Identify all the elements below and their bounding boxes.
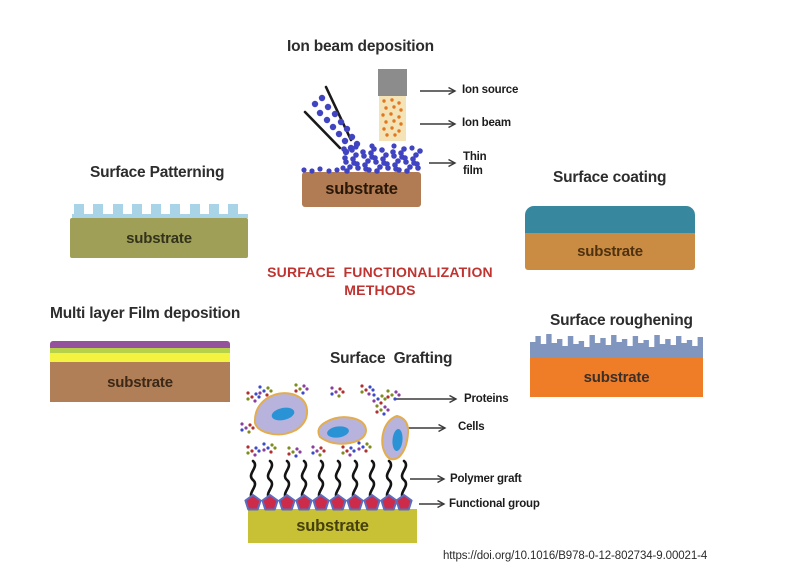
multilayer-layer-middle: [50, 348, 230, 353]
multilayer-layer-bottom: [50, 353, 230, 362]
grafting-substrate-label: substrate: [296, 516, 369, 535]
functional-groups: [244, 494, 413, 511]
thin-film-label-line2: film: [463, 165, 483, 177]
functional-group-label: Functional group: [449, 498, 540, 510]
thin-film-dots: [301, 143, 423, 174]
roughening-substrate: substrate: [530, 357, 703, 397]
coating-substrate-label: substrate: [577, 243, 643, 260]
ion-beam-column: [379, 96, 406, 141]
coating-layer: [525, 206, 695, 233]
rough-surface-layer: [530, 334, 703, 358]
thin-film-label-line1: Thin: [463, 151, 487, 163]
ion-beam-funnel-lines: [303, 85, 353, 150]
multilayer-substrate-label: substrate: [107, 373, 173, 391]
grafting-substrate: substrate: [248, 509, 417, 543]
center-heading-line2: METHODS: [344, 282, 416, 298]
coating-substrate: substrate: [525, 233, 695, 270]
polymer-grafts: [249, 459, 408, 501]
ion-beam-substrate: substrate: [302, 172, 421, 207]
center-heading: SURFACE FUNCTIONALIZATION METHODS: [252, 263, 508, 299]
ion-beam-dots: [311, 94, 361, 156]
multilayer-layer-top: [50, 341, 230, 348]
multilayer-substrate: substrate: [50, 362, 230, 402]
roughening-substrate-label: substrate: [583, 368, 650, 386]
protein-dots: [240, 383, 401, 458]
center-heading-line1: SURFACE FUNCTIONALIZATION: [267, 264, 493, 280]
surface-roughening-title: Surface roughening: [550, 312, 693, 329]
doi-text: https://doi.org/10.1016/B978-0-12-802734…: [443, 550, 708, 562]
surface-patterning-title: Surface Patterning: [90, 164, 225, 181]
polymer-graft-label: Polymer graft: [450, 473, 522, 485]
ion-source-box: [378, 69, 407, 96]
cells-label: Cells: [458, 421, 485, 433]
cells: [253, 392, 410, 461]
pattern-teeth: [74, 204, 238, 214]
ion-beam-label: Ion beam: [462, 117, 511, 129]
ion-source-label: Ion source: [462, 84, 519, 96]
ion-beam-substrate-label: substrate: [325, 180, 398, 198]
pattern-base-layer: [72, 214, 248, 218]
surface-coating-title: Surface coating: [553, 169, 667, 186]
patterning-substrate: substrate: [70, 218, 248, 258]
multilayer-title: Multi layer Film deposition: [50, 305, 241, 322]
proteins-label: Proteins: [464, 393, 509, 405]
ion-beam-deposition-title: Ion beam deposition: [287, 38, 434, 55]
patterning-substrate-label: substrate: [126, 229, 192, 247]
surface-grafting-title: Surface Grafting: [330, 350, 453, 367]
